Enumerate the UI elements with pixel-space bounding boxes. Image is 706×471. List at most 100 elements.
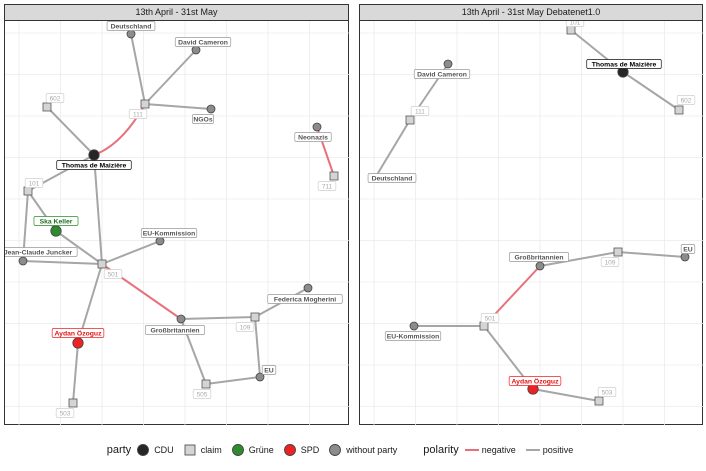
label-box [106,21,156,31]
node-label: EU [680,244,696,254]
node-label-text: 111 [415,108,425,115]
node-label: David Cameron [174,37,232,47]
panel-title: 13th April - 31st May Debatenet1.0 [359,4,703,21]
actor-node-deutschland[interactable] [126,29,136,39]
node-label: Thomas de Maizière [586,59,662,69]
node-label: 501 [103,269,123,279]
claim-node[interactable] [566,25,576,35]
claim-node[interactable] [594,396,604,406]
edge-positive [144,103,212,110]
actor-node-neonazis[interactable] [312,122,322,132]
node-label-text: Thomas de Maizière [592,61,657,68]
legend-label: negative [481,445,516,455]
legend-party-title: party [106,444,132,456]
edge-positive [374,119,411,179]
label-box [128,109,148,119]
legend-label: without party [346,445,398,455]
node-label-text: NGOs [193,116,212,123]
edge-positive [254,316,261,378]
node-label: 111 [128,109,148,119]
claim-node[interactable] [97,259,107,269]
legend-key [137,444,150,456]
claim-node[interactable] [68,398,78,408]
actor-node-ngos[interactable] [206,104,216,114]
claim-node[interactable] [42,102,52,112]
label-box [140,228,198,238]
label-box [5,247,78,257]
claim-node[interactable] [201,379,211,389]
label-box [317,181,337,191]
node-label-text: 711 [322,183,333,190]
node-label: EU-Kommission [140,228,198,238]
node-label-text: Thomas de Maizière [62,162,127,169]
legend-key [283,444,296,456]
legend-key [329,444,342,456]
actor-node-gro-britannien[interactable] [176,314,186,324]
edge-positive [72,342,79,404]
claim-node[interactable] [23,186,33,196]
node-label: Aydan Özoguz [51,328,105,338]
node-label: 602 [45,93,65,103]
edge-positive [144,49,197,105]
node-label: 602 [676,95,696,105]
node-label: Deutschland [367,173,417,183]
claim-node[interactable] [405,115,415,125]
node-label-text: 503 [602,389,613,396]
legend-item-gr-ne: Grüne [230,442,274,458]
actor-node-thomas-de-maizi-re[interactable] [88,149,100,161]
actor-node-david-cameron[interactable] [443,59,453,69]
actor-node-federica-mogherini[interactable] [303,283,313,293]
label-box [192,389,212,399]
node-label-text: 109 [240,324,251,331]
actor-node-eu-kommission[interactable] [155,236,165,246]
node-label: 111 [410,106,430,116]
node-label-text: 501 [485,315,496,322]
legend-key [231,444,244,456]
label-box [600,257,620,267]
label-box [384,331,442,341]
actor-node-gro-britannien[interactable] [535,261,545,271]
edges [374,29,686,402]
actor-node-eu[interactable] [680,252,690,262]
claim-node[interactable] [674,105,684,115]
label-box [56,160,132,170]
node-label-text: David Cameron [178,39,228,46]
label-box [367,173,417,183]
node-label: Ska Keller [33,216,79,226]
actor-node-david-cameron[interactable] [191,45,201,55]
edge-positive [539,251,619,267]
actor-node-eu[interactable] [255,372,265,382]
legend-label: Grüne [248,445,274,455]
label-box [413,69,471,79]
claim-node[interactable] [140,99,150,109]
legend-key [525,449,540,451]
node-label-text: Aydan Özoguz [512,376,560,385]
actor-node-aydan-zoguz[interactable] [72,337,84,349]
actor-node-eu-kommission[interactable] [409,321,419,331]
edge-positive [93,154,103,265]
node-label-text: 501 [108,271,119,278]
node-label: Deutschland [106,21,156,31]
node-label-text: EU [264,367,274,374]
actor-node-jean-claude-juncker[interactable] [18,256,28,266]
edge-positive [55,230,103,265]
label-box [192,114,214,124]
claim-node[interactable] [329,171,339,181]
claim-node[interactable] [613,247,623,257]
label-box [45,93,65,103]
legend-item-without-party: without party [327,442,397,458]
claim-node[interactable] [479,321,489,331]
node-label: NGOs [192,114,214,124]
node-label: Federica Mogherini [267,294,343,304]
panel-title: 13th April - 31st May [4,4,349,21]
claim-node[interactable] [250,312,260,322]
grid [5,21,350,425]
label-box [565,21,585,27]
actor-node-ska-keller[interactable] [50,225,62,237]
node-label: Großbritannien [508,252,570,262]
